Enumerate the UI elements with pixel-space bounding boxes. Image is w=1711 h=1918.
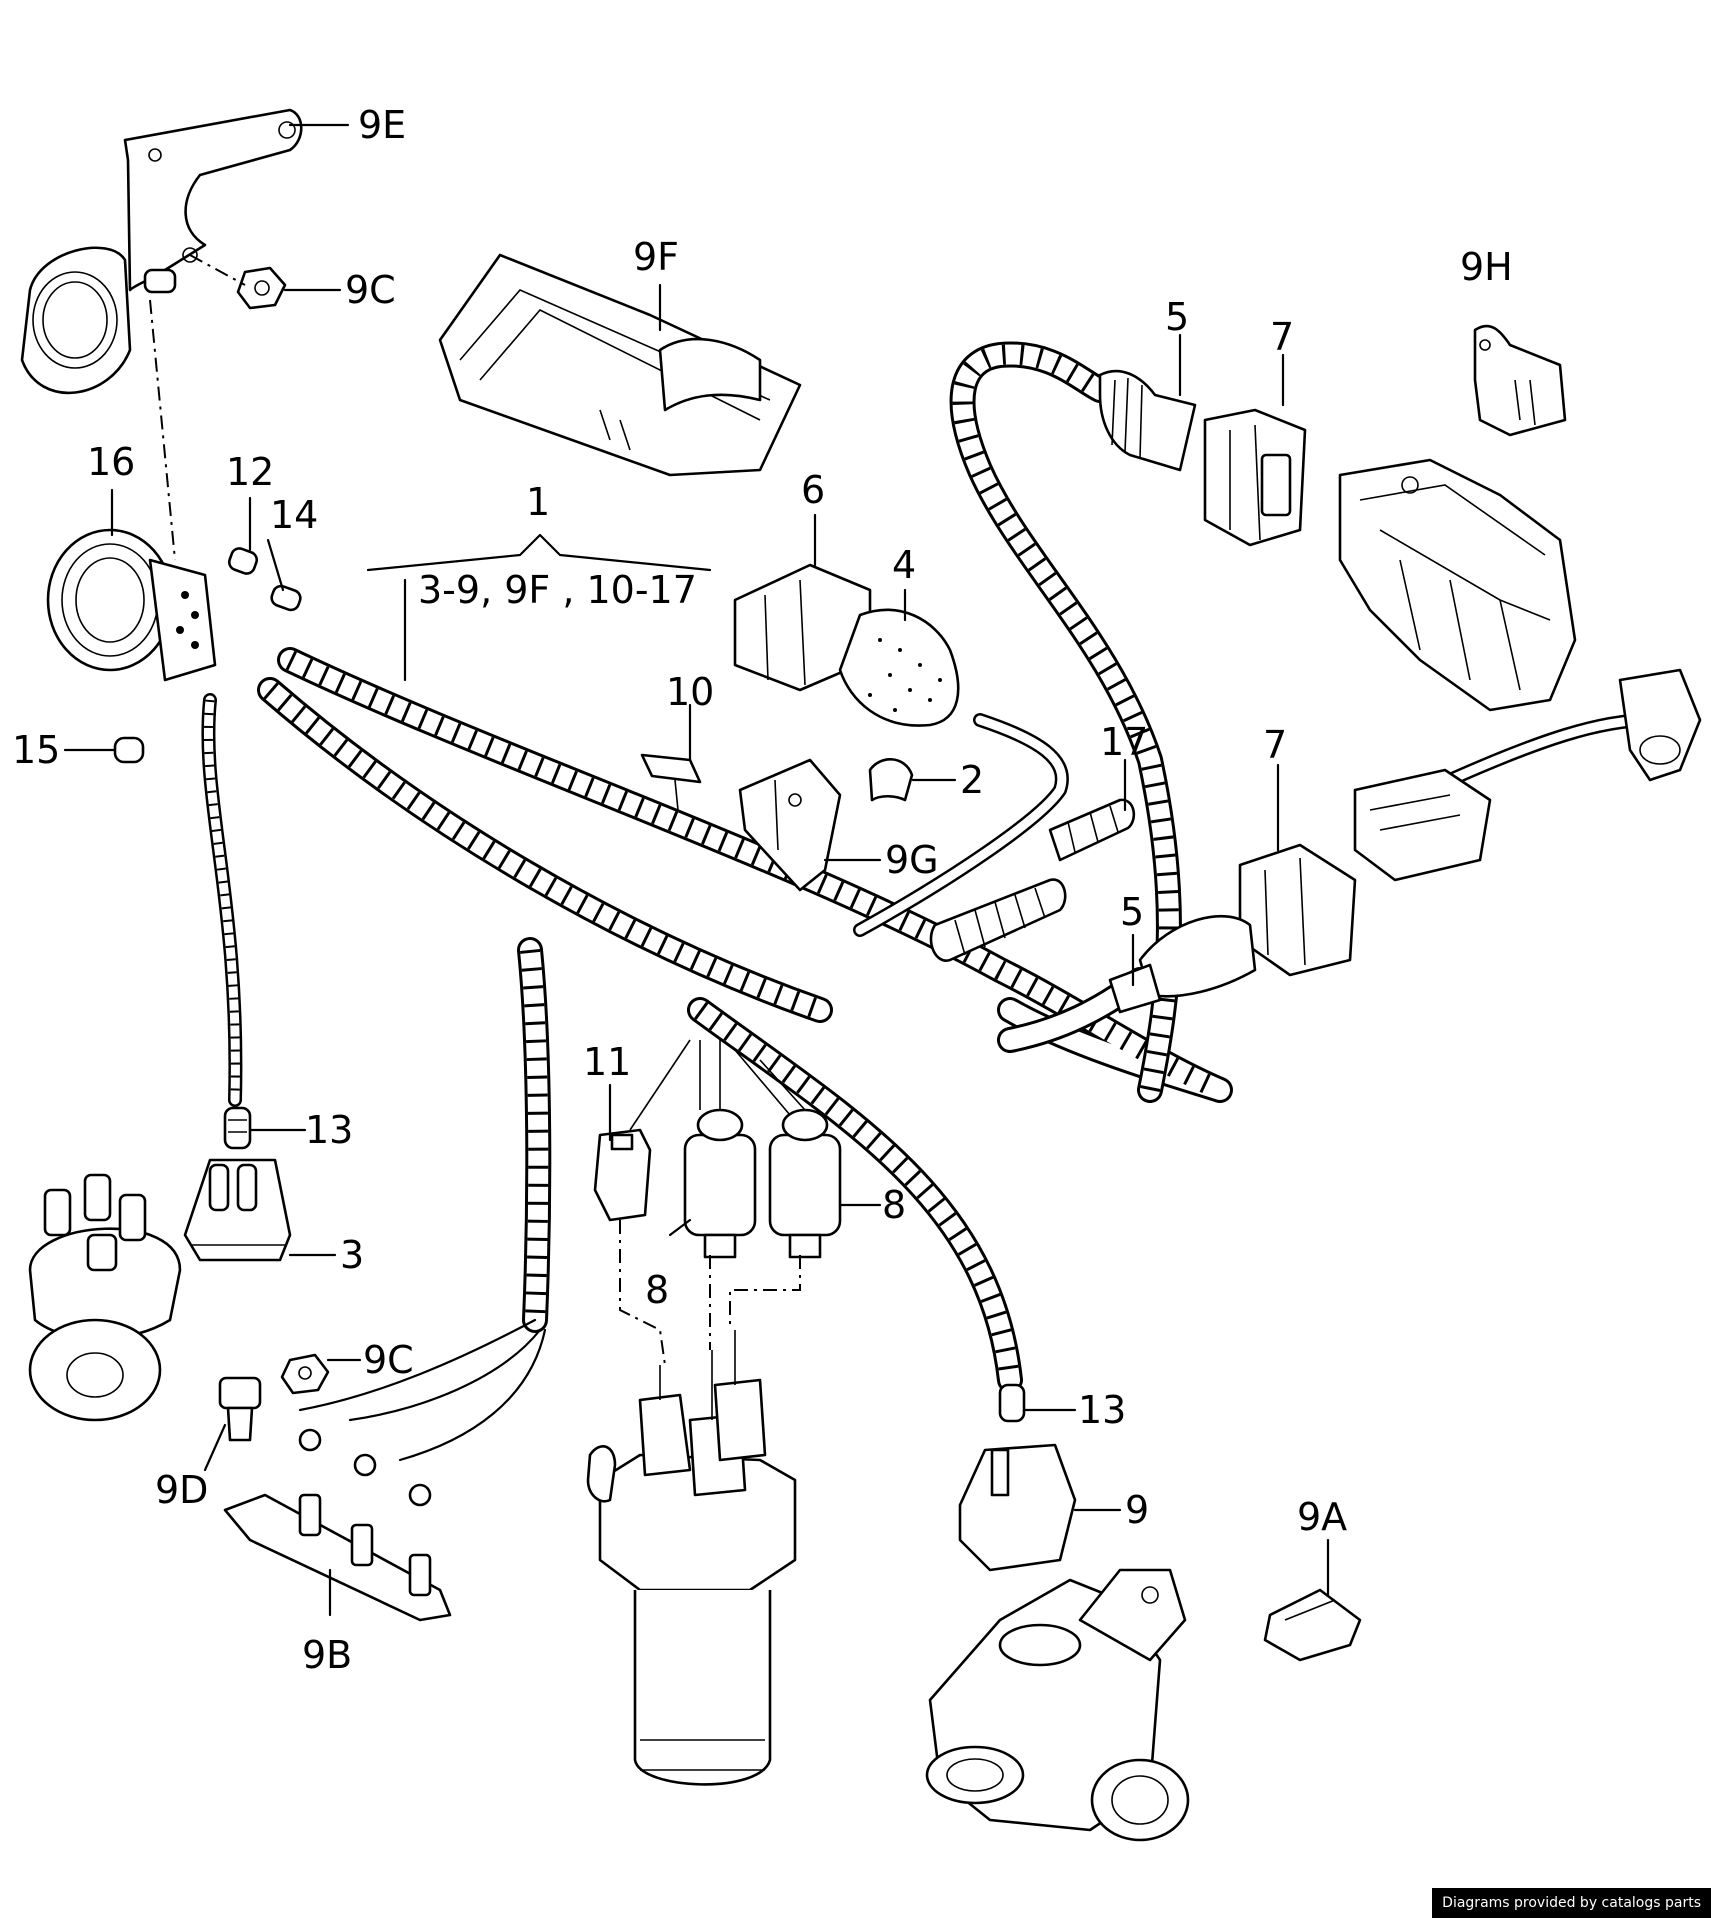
bolt-9D xyxy=(218,1376,262,1442)
callout-5-mid: 5 xyxy=(1120,890,1144,934)
callout-14: 14 xyxy=(270,493,318,537)
sensor-9 xyxy=(958,1443,1077,1572)
callout-9C-bottom: 9C xyxy=(363,1338,414,1382)
callout-labels: 9E 9C 9F 9H 5 7 16 12 14 1 3-9, 9F , 10-… xyxy=(12,103,1513,1677)
ignition-coil xyxy=(586,1330,797,1786)
leader-lines xyxy=(63,123,1330,1617)
sensor-cable-right xyxy=(1353,668,1702,882)
callout-9A: 9A xyxy=(1297,1495,1347,1539)
boot-5-mid xyxy=(1108,914,1257,1014)
bracket-9E xyxy=(20,108,303,395)
nut-9C-bottom xyxy=(280,1353,330,1395)
boot-5-top xyxy=(1098,369,1197,472)
boot-4 xyxy=(838,608,960,727)
sensor-8-left xyxy=(683,1108,757,1259)
callout-9E: 9E xyxy=(358,103,406,147)
callout-9F: 9F xyxy=(633,235,679,279)
callout-3: 3 xyxy=(340,1233,364,1277)
callout-4: 4 xyxy=(892,543,916,587)
callout-2: 2 xyxy=(960,758,984,802)
ground-strap-9B xyxy=(223,1493,452,1622)
sensor-3 xyxy=(183,1158,292,1262)
wire-to-sensor-3 xyxy=(201,693,243,1107)
connector-7-top xyxy=(1203,408,1307,547)
callout-6: 6 xyxy=(801,468,825,512)
callout-9C-top: 9C xyxy=(345,268,396,312)
callout-13-left: 13 xyxy=(305,1108,353,1152)
plug-13-left xyxy=(223,1106,252,1150)
callout-5-top: 5 xyxy=(1165,295,1189,339)
distributor xyxy=(28,1173,182,1422)
credit-banner: Diagrams provided by catalogs parts xyxy=(1432,1888,1711,1918)
clip-9A xyxy=(1263,1588,1362,1662)
clamp-2 xyxy=(868,758,914,802)
callout-8-right: 8 xyxy=(882,1183,906,1227)
callout-9H: 9H xyxy=(1460,245,1513,289)
plug-13-right xyxy=(998,1383,1026,1423)
plug-12 xyxy=(227,547,259,575)
sleeve-17 xyxy=(929,798,1136,962)
switch-11 xyxy=(593,1128,652,1222)
nut-9C-top xyxy=(236,266,287,310)
callout-11: 11 xyxy=(583,1040,631,1084)
cover-9F xyxy=(438,253,802,477)
callout-7-mid: 7 xyxy=(1263,723,1287,767)
callout-17: 17 xyxy=(1100,720,1148,764)
callout-1-range: 3-9, 9F , 10-17 xyxy=(418,568,697,612)
bracket-9H xyxy=(1473,324,1567,437)
main-harness xyxy=(257,341,1233,1393)
connector-7-mid xyxy=(1238,843,1357,977)
coolant-flange xyxy=(925,1568,1190,1842)
ground-wires xyxy=(298,1318,547,1507)
bracket-9G xyxy=(738,758,842,892)
callout-7-top: 7 xyxy=(1270,315,1294,359)
callout-9B: 9B xyxy=(302,1633,352,1677)
callout-1: 1 xyxy=(526,480,550,524)
plug-15 xyxy=(113,736,145,764)
callout-15: 15 xyxy=(12,728,60,772)
callout-10: 10 xyxy=(666,670,714,714)
callout-9D: 9D xyxy=(155,1468,208,1512)
control-unit xyxy=(1338,458,1577,712)
callout-16: 16 xyxy=(87,440,135,484)
callout-12: 12 xyxy=(226,450,274,494)
clip-10 xyxy=(640,753,702,811)
sensor-8-right xyxy=(768,1108,842,1259)
plug-14 xyxy=(270,584,302,612)
round-connector-16 xyxy=(46,528,217,682)
callout-9: 9 xyxy=(1125,1488,1149,1532)
callout-8-left: 8 xyxy=(645,1268,669,1312)
callout-9G: 9G xyxy=(885,838,939,882)
callout-13-right: 13 xyxy=(1078,1388,1126,1432)
